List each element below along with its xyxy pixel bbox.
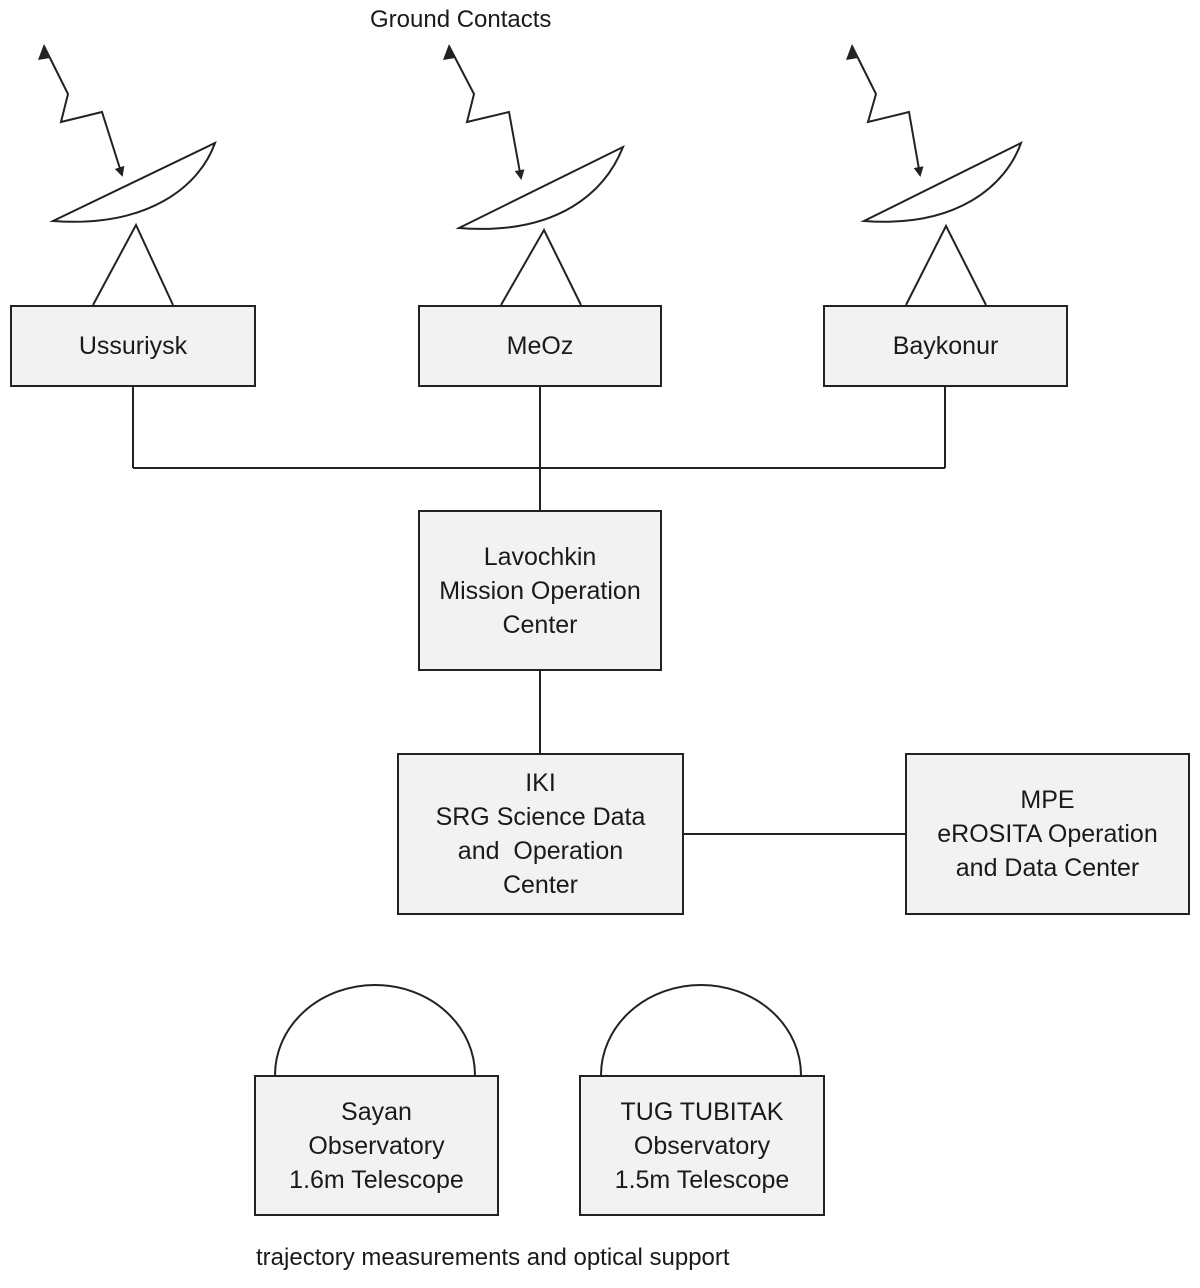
station-baykonur: Baykonur bbox=[823, 305, 1068, 387]
diagram-title: Ground Contacts bbox=[370, 6, 552, 33]
box-line: TUG TUBITAK bbox=[620, 1097, 784, 1126]
box-line: 1.5m Telescope bbox=[614, 1165, 790, 1194]
antenna-ussuriysk bbox=[38, 44, 217, 306]
station-ussuriysk: Ussuriysk bbox=[10, 305, 256, 387]
lavochkin-mission-operation-center: Lavochkin Mission Operation Center bbox=[418, 510, 662, 671]
station-label: Ussuriysk bbox=[78, 332, 188, 360]
dish-icon bbox=[49, 141, 217, 223]
iki-science-data-center: IKI SRG Science Data and Operation Cente… bbox=[397, 753, 684, 915]
box-line: Mission Operation bbox=[439, 576, 641, 605]
box-line: eROSITA Operation bbox=[937, 820, 1158, 848]
antenna-meoz bbox=[443, 44, 625, 306]
signal-arrow-icon bbox=[448, 45, 525, 180]
box-line: Center bbox=[502, 610, 578, 639]
signal-arrow-icon bbox=[43, 45, 125, 177]
box-line: Lavochkin bbox=[483, 542, 597, 571]
station-label: Baykonur bbox=[892, 332, 999, 360]
dish-icon bbox=[455, 144, 625, 230]
antenna-baykonur bbox=[846, 44, 1023, 306]
footer-caption: trajectory measurements and optical supp… bbox=[256, 1244, 730, 1271]
dish-icon bbox=[860, 141, 1023, 223]
mpe-erosita-center: MPE eROSITA Operation and Data Center bbox=[905, 753, 1190, 915]
box-line: MPE bbox=[1020, 786, 1075, 814]
box-line: and Data Center bbox=[955, 854, 1140, 882]
box-line: Sayan bbox=[341, 1097, 412, 1126]
tug-tubitak-observatory: TUG TUBITAK Observatory 1.5m Telescope bbox=[579, 1075, 825, 1216]
box-line: 1.6m Telescope bbox=[289, 1165, 464, 1194]
sayan-observatory: Sayan Observatory 1.6m Telescope bbox=[254, 1075, 499, 1216]
signal-arrow-icon bbox=[851, 45, 924, 177]
station-label: MeOz bbox=[506, 332, 574, 360]
box-line: and Operation bbox=[457, 837, 624, 865]
box-line: IKI bbox=[525, 769, 556, 797]
box-line: Observatory bbox=[633, 1131, 771, 1160]
dome-icon-tug bbox=[600, 984, 802, 1076]
station-meoz: MeOz bbox=[418, 305, 662, 387]
box-line: Observatory bbox=[308, 1131, 445, 1160]
box-line: Center bbox=[502, 871, 579, 899]
box-line: SRG Science Data bbox=[435, 803, 646, 831]
dome-icon-sayan bbox=[274, 984, 476, 1076]
